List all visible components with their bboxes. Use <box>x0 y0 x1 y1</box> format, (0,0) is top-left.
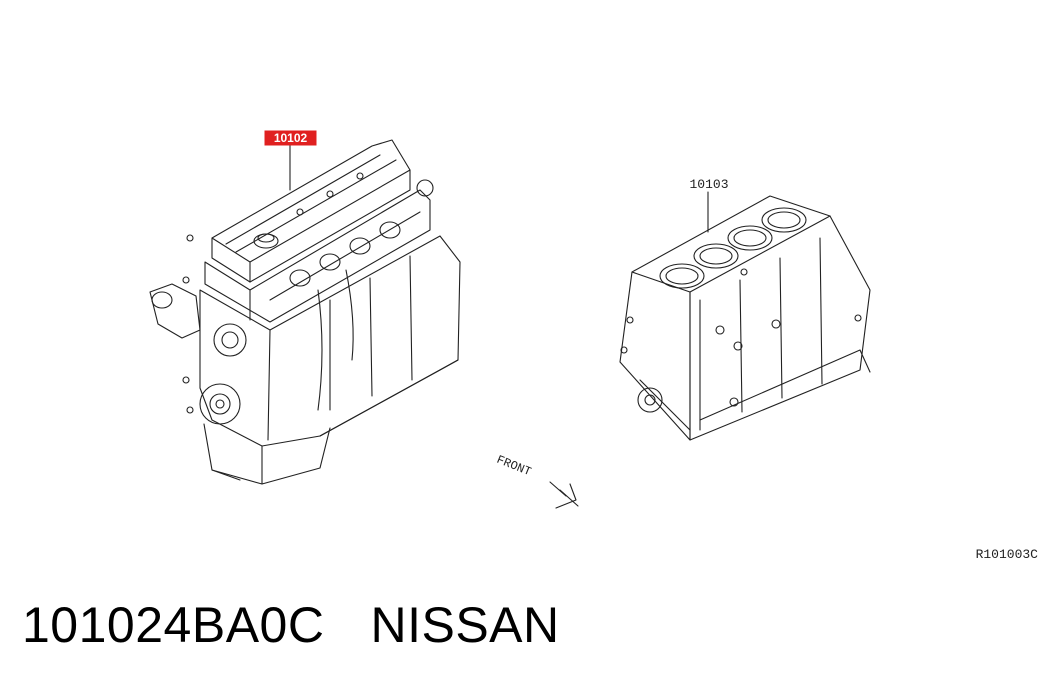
front-direction-label: FRONT <box>495 453 534 479</box>
engine-assembly-illustration <box>149 139 461 485</box>
callout-complete-engine[interactable]: 10102 <box>264 130 317 146</box>
front-direction-arrow <box>549 481 579 509</box>
callout-highlight-box <box>264 130 317 146</box>
part-caption: 101024BA0C NISSAN <box>22 596 560 654</box>
callout-short-block[interactable]: 10103 <box>689 177 728 192</box>
illustration-code: R101003C <box>976 547 1039 562</box>
part-number: 101024BA0C <box>22 597 325 653</box>
callout-label: 10102 <box>274 131 308 145</box>
short-block-illustration <box>619 191 871 441</box>
callout-label: 10103 <box>689 177 728 192</box>
brand-name: NISSAN <box>370 597 560 653</box>
